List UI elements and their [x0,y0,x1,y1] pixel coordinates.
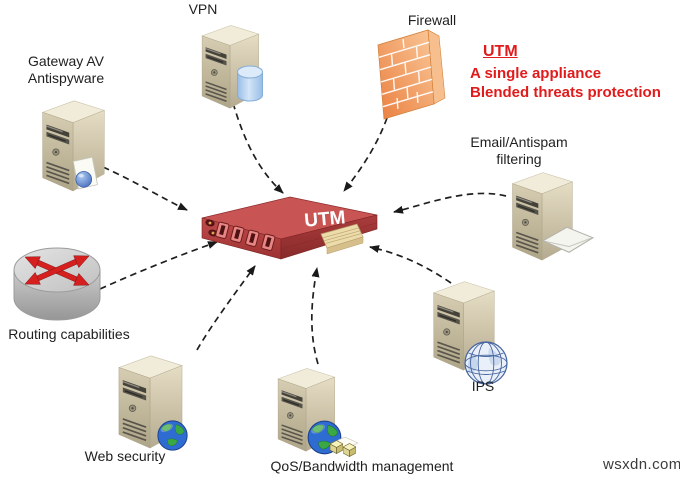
node-ips [427,277,513,387]
arrow-firewall-to-utm [343,117,388,192]
node-qos [272,364,364,464]
label-email-antispam: Email/Antispam filtering [470,134,568,167]
node-gateway-av [36,96,146,196]
document-globe-icon [72,156,98,190]
node-vpn [196,21,274,111]
label-routing: Routing capabilities [8,326,130,342]
arrow-qos-to-utm [311,267,320,365]
arrow-vpn-to-utm [232,102,284,194]
brick-wall-icon [377,29,446,120]
node-utm-appliance: UTM [197,193,383,269]
utm-appliance-icon: UTM [201,196,378,260]
node-routing [12,245,104,327]
label-ips: IPS [471,378,495,394]
arrow-email-to-utm [393,192,507,214]
utm-annotation: UTM A single appliance Blended threats p… [470,43,680,102]
utm-appliance-label: UTM [304,207,347,232]
envelope-icon [542,226,594,253]
label-firewall: Firewall [407,12,457,28]
node-web-security [112,351,204,453]
watermark-text: wsxdn.com [603,456,680,473]
packet-boxes-icon [329,436,359,457]
label-gateway-av: Gateway AV Antispyware [27,53,105,86]
label-web-security: Web security [84,448,166,464]
arrow-web-to-utm [196,265,256,351]
database-cylinder-icon [237,65,263,102]
wireframe-globe-icon [464,341,508,385]
router-icon [13,247,101,321]
utm-annotation-line2: Blended threats protection [470,84,661,101]
utm-annotation-heading: UTM [483,43,518,60]
expansion-module-icon [320,223,364,255]
label-qos: QoS/Bandwidth management [270,458,454,474]
utm-front-ports [205,219,276,251]
utm-annotation-line1: A single appliance [470,65,602,82]
node-email-antispam [506,168,598,270]
label-vpn: VPN [188,1,218,17]
node-firewall [375,27,451,121]
